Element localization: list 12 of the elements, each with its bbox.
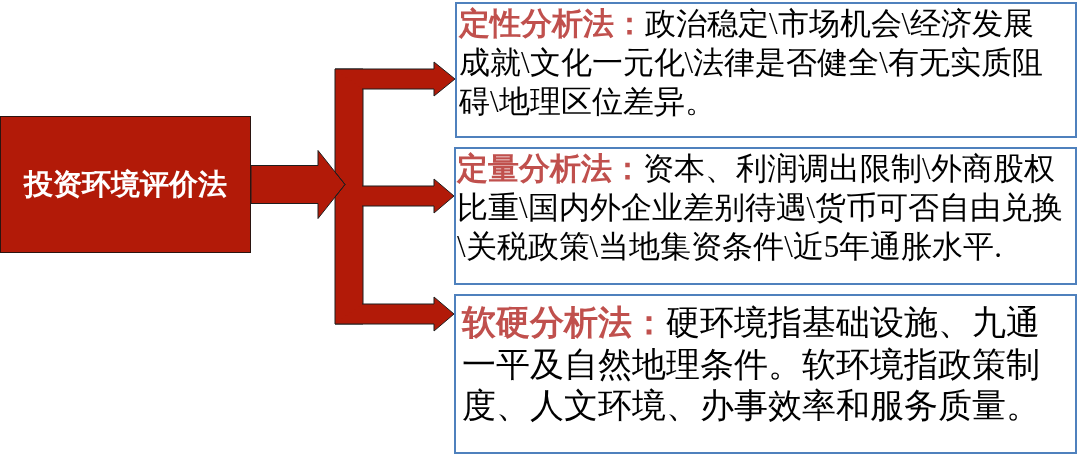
method-box (455, 2, 1077, 138)
method-box (454, 294, 1077, 454)
method-description: 定性分析法：政治稳定\市场机会\经济发展成就\文化一元化\法律是否健全\有无实质阻碍\地理区位差异。 (459, 5, 1044, 121)
arrow-trunk (250, 68, 364, 325)
method-description: 软硬分析法：硬环境指基础设施、九通一平及自然地理条件。软环境指政策制度、人文环境、办事效率和服务质量。 (462, 303, 1041, 426)
branch-arrow (334, 296, 455, 332)
topic-box (0, 116, 251, 253)
method-box (454, 147, 1077, 285)
branch-arrow (334, 61, 456, 97)
method-description: 定量分析法：资本、利润调出限制\外商股权比重\国内外企业差别待遇\货币可否自由兑换\关税政策\当地集资条件\近5年通胀水平. (457, 150, 1065, 266)
topic-label: 投资环境评价法 (24, 167, 227, 202)
branch-arrow (361, 178, 455, 214)
